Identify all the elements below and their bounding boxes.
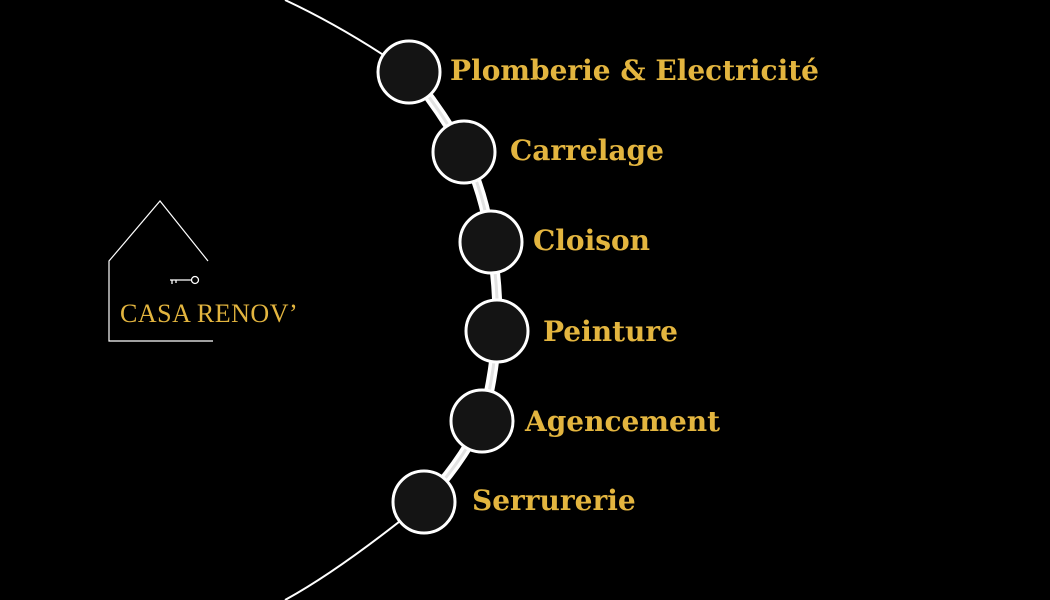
service-label-agencement: Agencement xyxy=(524,405,720,438)
service-node xyxy=(458,209,524,275)
service-node xyxy=(449,388,515,454)
node-circle xyxy=(431,119,497,185)
service-label-carrelage: Carrelage xyxy=(510,134,664,167)
service-label-cloison: Cloison xyxy=(533,224,650,257)
key-icon xyxy=(170,275,200,285)
logo-text: CASA RENOV’ xyxy=(120,299,298,328)
service-node xyxy=(464,298,530,364)
service-node xyxy=(376,39,442,105)
node-circle xyxy=(458,209,524,275)
node-circle xyxy=(464,298,530,364)
service-node xyxy=(391,469,457,535)
node-circle xyxy=(376,39,442,105)
logo: CASA RENOV’ xyxy=(108,200,298,342)
node-circle xyxy=(391,469,457,535)
house-outline-icon xyxy=(108,200,213,342)
service-label-peinture: Peinture xyxy=(543,315,678,348)
service-label-plomberie: Plomberie & Electricité xyxy=(450,54,819,87)
service-label-serrurerie: Serrurerie xyxy=(472,484,636,517)
service-node xyxy=(431,119,497,185)
node-circle xyxy=(449,388,515,454)
